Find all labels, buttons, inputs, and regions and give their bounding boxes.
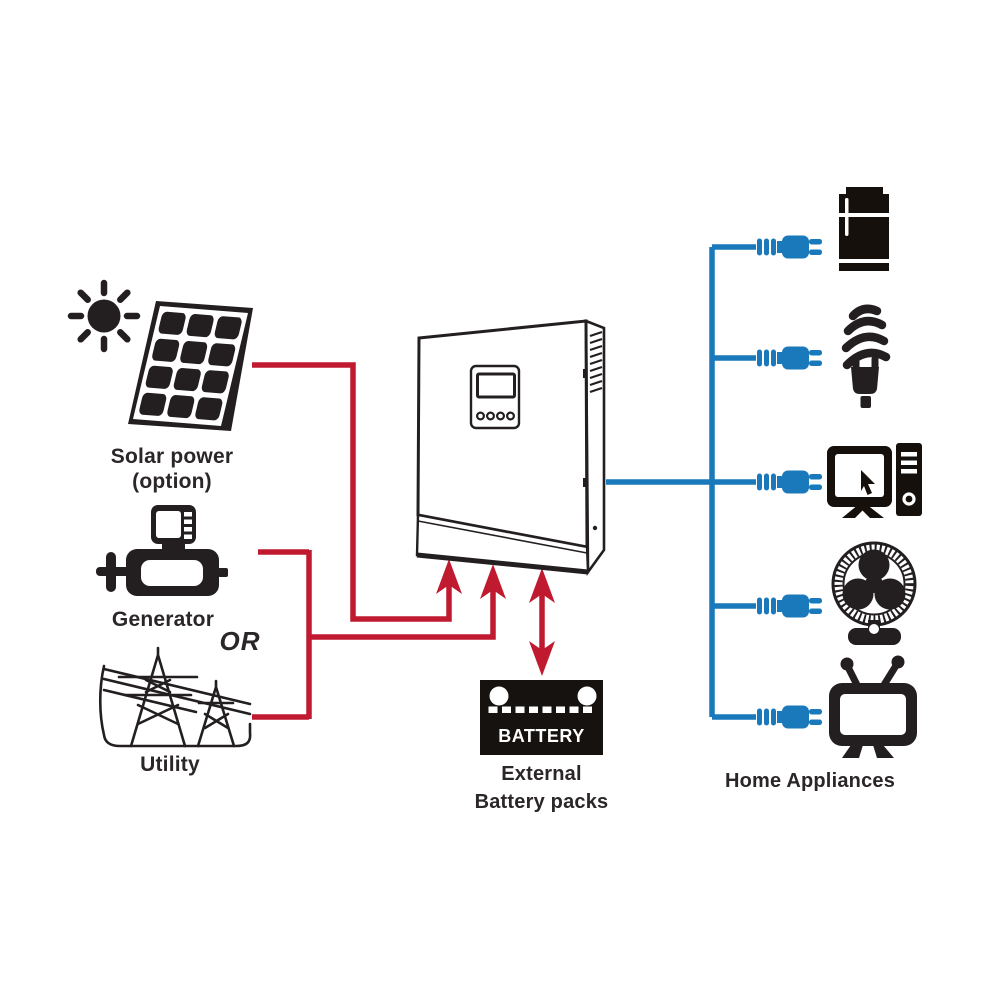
- solar-power-label-line1: Solar power: [110, 445, 234, 468]
- solar-panel-icon: [128, 301, 253, 431]
- appliance-branches: [712, 244, 756, 720]
- sun-icon: [67, 279, 141, 353]
- refrigerator-icon: [839, 187, 889, 271]
- plug-icon: [757, 470, 822, 494]
- solar-power-label: Solar power (option): [72, 444, 272, 494]
- cfl-bulb-icon: [841, 304, 891, 408]
- tv-icon: [829, 655, 917, 758]
- plug-icon: [757, 594, 822, 618]
- inverter-button: [476, 411, 486, 421]
- solar-power-label-line2: (option): [132, 470, 212, 493]
- utility-towers-icon: [98, 646, 252, 748]
- inverter-button: [496, 411, 506, 421]
- external-battery-label: External Battery packs: [441, 760, 642, 816]
- red-connectors: [252, 362, 545, 720]
- battery-label: BATTERY: [498, 726, 585, 746]
- inverter-control-panel: [469, 364, 521, 430]
- generator-utility-to-inverter-line: [252, 549, 496, 720]
- utility-label: Utility: [140, 753, 200, 776]
- plug-icon: [757, 705, 822, 729]
- inverter-vents: [589, 330, 603, 394]
- solar-to-inverter-line: [252, 362, 452, 622]
- inverter-lcd: [476, 372, 516, 399]
- fan-icon: [831, 541, 917, 645]
- plugs: [757, 235, 822, 729]
- external-battery-label-line2: Battery packs: [474, 791, 609, 813]
- generator-icon: [96, 505, 228, 596]
- battery-icon: BATTERY: [480, 680, 603, 755]
- blue-connectors: [606, 244, 756, 720]
- generator-label: Generator: [111, 608, 215, 631]
- inverter-button: [506, 411, 516, 421]
- inverter-icon: [415, 319, 606, 576]
- inverter-button: [486, 411, 496, 421]
- computer-icon: [827, 443, 922, 518]
- external-battery-label-line1: External: [501, 763, 582, 785]
- plug-icon: [757, 235, 822, 259]
- red-arrowheads: [436, 559, 555, 676]
- cursor-icon: [861, 470, 875, 495]
- or-label: OR: [219, 626, 261, 656]
- plug-icon: [757, 346, 822, 370]
- home-appliances-label: Home Appliances: [724, 770, 896, 792]
